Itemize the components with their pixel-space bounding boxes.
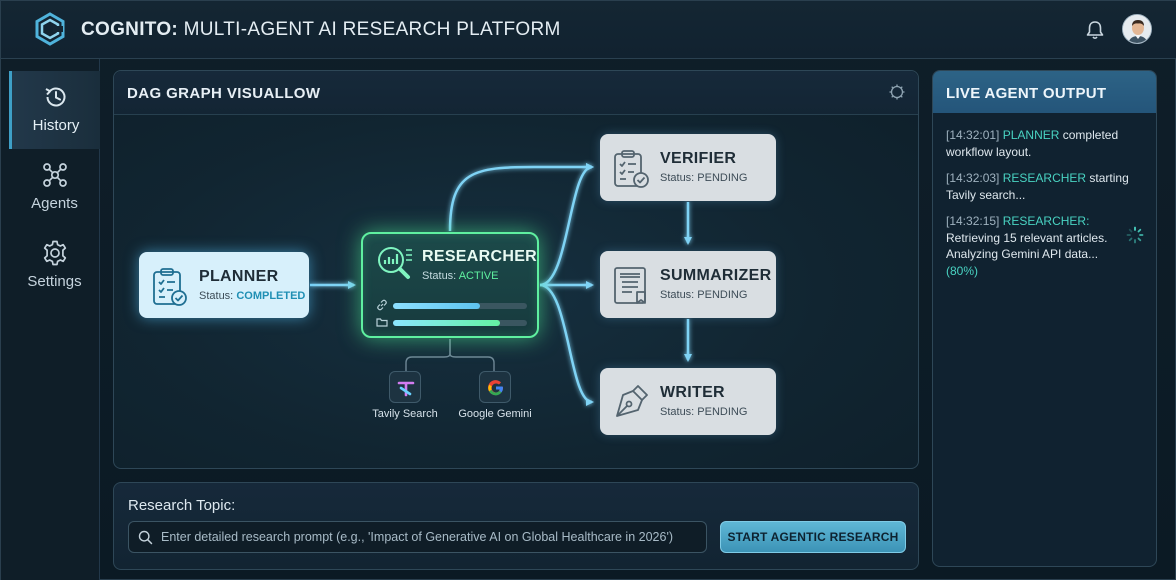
sidebar-item-settings[interactable]: Settings xyxy=(9,227,100,305)
clipboard-check-icon xyxy=(614,150,649,188)
dag-graph-panel: DAG GRAPH VISUALLOW xyxy=(113,70,919,469)
tool-tavily-search[interactable]: Tavily Search xyxy=(355,371,455,420)
gear-icon xyxy=(43,240,66,266)
researcher-progress-bar-2 xyxy=(393,320,527,326)
dag-panel-title: DAG GRAPH VISUALLOW xyxy=(127,85,321,102)
clipboard-check-icon xyxy=(153,268,187,306)
history-icon xyxy=(45,87,66,107)
fountain-pen-icon xyxy=(616,385,648,417)
summarizer-title: SUMMARIZER xyxy=(660,267,772,284)
live-output-header: LIVE AGENT OUTPUT xyxy=(933,71,1156,113)
live-agent-output-panel: LIVE AGENT OUTPUT [14:32:01] PLANNER com… xyxy=(932,70,1157,567)
sidebar-item-label: History xyxy=(32,117,80,134)
writer-status: Status: PENDING xyxy=(660,406,748,418)
writer-title: WRITER xyxy=(660,384,725,401)
dag-edges xyxy=(310,163,692,406)
edge-researcher-verifier-top xyxy=(448,163,594,232)
sidebar-item-label: Settings xyxy=(27,273,82,290)
edge-researcher-verifier xyxy=(539,163,594,287)
verifier-title: VERIFIER xyxy=(660,150,737,167)
dag-panel-header: DAG GRAPH VISUALLOW xyxy=(114,71,918,115)
folder-icon xyxy=(376,318,388,327)
user-avatar[interactable] xyxy=(1122,14,1152,44)
tool-connectors xyxy=(405,339,495,373)
research-topic-label: Research Topic: xyxy=(128,497,236,514)
edge-researcher-writer xyxy=(539,283,594,406)
researcher-node[interactable]: RESEARCHER Status: ACTIVE xyxy=(361,232,539,338)
tool-label: Tavily Search xyxy=(372,408,438,420)
verifier-status: Status: PENDING xyxy=(660,172,748,184)
log-entry: [14:32:01] PLANNER completed workflow la… xyxy=(946,128,1119,159)
notification-bell-icon[interactable] xyxy=(1084,19,1106,41)
researcher-title: RESEARCHER xyxy=(422,248,538,265)
planner-node[interactable]: PLANNER Status: COMPLETED xyxy=(139,252,309,318)
cognito-logo-icon xyxy=(35,12,65,46)
log-entry: [14:32:15] RESEARCHER: Retrieving 15 rel… xyxy=(946,214,1108,278)
tool-label: Google Gemini xyxy=(458,408,532,420)
verifier-node[interactable]: VERIFIER Status: PENDING xyxy=(600,134,776,201)
tavily-icon xyxy=(389,371,421,403)
research-prompt-field[interactable] xyxy=(128,521,707,553)
progress-fill xyxy=(393,303,481,309)
planner-status: Status: COMPLETED xyxy=(199,290,306,302)
sidebar-item-label: Agents xyxy=(31,195,78,212)
sidebar-item-agents[interactable]: Agents xyxy=(9,149,100,227)
planner-title: PLANNER xyxy=(199,268,279,285)
summarizer-status: Status: PENDING xyxy=(660,289,748,301)
magnifier-chart-icon xyxy=(378,247,412,279)
agents-icon xyxy=(42,163,67,187)
research-prompt-input[interactable] xyxy=(161,522,701,552)
tool-google-gemini[interactable]: Google Gemini xyxy=(445,371,545,420)
link-icon xyxy=(377,299,387,311)
google-icon xyxy=(479,371,511,403)
log-entry: [14:32:03] RESEARCHER starting Tavily se… xyxy=(946,171,1129,202)
top-bar: COGNITO: MULTI-AGENT AI RESEARCH PLATFOR… xyxy=(1,1,1176,59)
start-agentic-research-button[interactable]: START AGENTIC RESEARCH xyxy=(720,521,906,553)
sidebar: History Agents Settings xyxy=(1,59,100,580)
research-topic-panel: Research Topic: START AGENTIC RESEARCH xyxy=(113,482,919,570)
document-icon xyxy=(614,267,646,304)
sidebar-item-history[interactable]: History xyxy=(9,71,100,149)
progress-fill xyxy=(393,320,501,326)
loading-spinner-icon xyxy=(1126,226,1144,244)
researcher-status: Status: ACTIVE xyxy=(422,270,499,282)
summarizer-node[interactable]: SUMMARIZER Status: PENDING xyxy=(600,251,776,318)
panel-settings-icon[interactable] xyxy=(888,83,906,101)
writer-node[interactable]: WRITER Status: PENDING xyxy=(600,368,776,435)
live-output-title: LIVE AGENT OUTPUT xyxy=(946,85,1107,102)
app-title: COGNITO: MULTI-AGENT AI RESEARCH PLATFOR… xyxy=(81,19,561,40)
search-icon xyxy=(138,530,153,545)
researcher-progress-bar-1 xyxy=(393,303,527,309)
